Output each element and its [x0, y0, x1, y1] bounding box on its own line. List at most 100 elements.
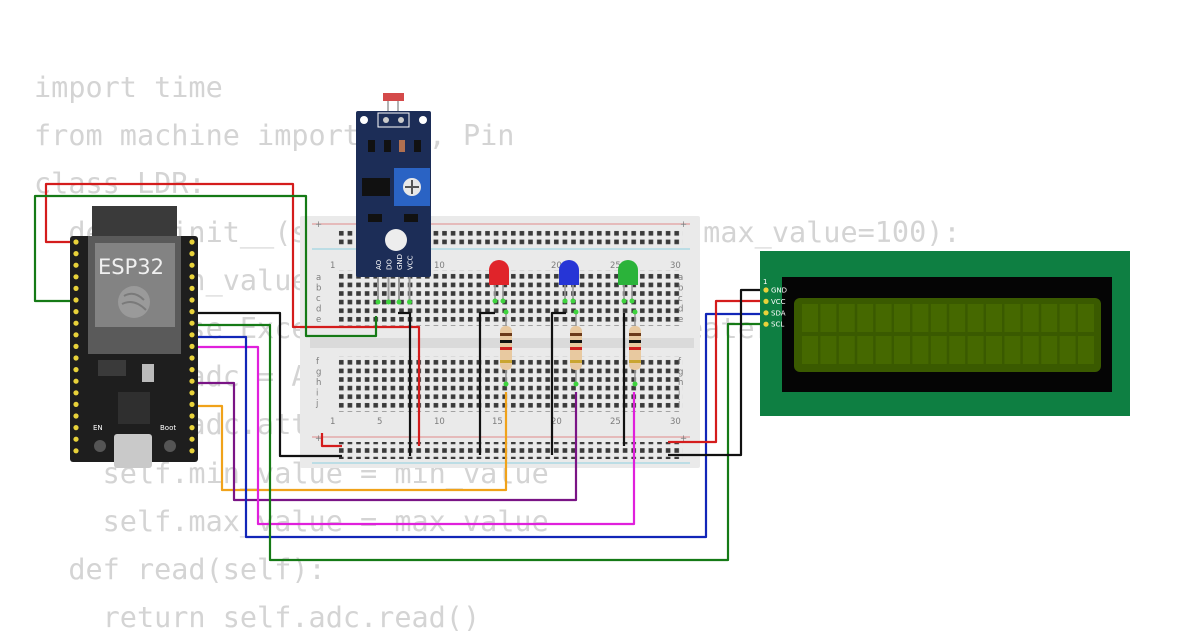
wire-purple-blue-led [192, 381, 578, 502]
esp32-pin-right [189, 309, 195, 315]
led-group [489, 260, 641, 387]
row-letter: g [678, 368, 683, 378]
wires [33, 182, 766, 562]
led-contact [500, 298, 506, 304]
esp32-pin-left [73, 239, 79, 245]
esp32-pin-right [189, 332, 195, 338]
lcd-character-cell [930, 336, 947, 364]
svg-text:+: + [315, 434, 322, 444]
esp32-pin-right [189, 274, 195, 280]
column-number: 25 [610, 417, 621, 427]
led-contact [629, 298, 635, 304]
column-number: 1 [330, 417, 335, 427]
lcd-character-cell [967, 336, 984, 364]
lcd-character-cell [986, 336, 1002, 364]
lcd-character-cell [802, 336, 818, 364]
esp32-pin-right [189, 343, 195, 349]
row-letter: j [315, 399, 318, 409]
code-line: return self.adc.read() [34, 601, 481, 635]
led-contact [621, 298, 627, 304]
esp32-pin-left [73, 320, 79, 326]
column-number: 5 [377, 417, 382, 427]
ldr-pin-contact [396, 299, 402, 305]
row-letter: f [316, 357, 320, 367]
lcd-character-cell [1022, 336, 1039, 364]
lcd-character-cell [875, 304, 892, 332]
lcd-character-cell [930, 304, 947, 332]
esp32-pin-right [189, 355, 195, 361]
row-letter: i [678, 389, 680, 399]
ldr-pin-contact [407, 299, 412, 305]
wire-green-ldr-ao [33, 194, 378, 338]
esp32-pin-right [189, 378, 195, 384]
led-blue [559, 260, 579, 285]
row-letter: c [678, 294, 683, 304]
row-letter: d [316, 305, 321, 315]
esp32-pin-left [73, 401, 79, 407]
jumper-blue-led-gnd [550, 311, 566, 455]
lcd-character-cell [1059, 304, 1076, 332]
esp32-pin-left [73, 274, 79, 280]
resistor-contact [573, 381, 579, 387]
ldr-pin-label: VCC [407, 255, 415, 270]
esp32-pin-left [73, 367, 79, 373]
esp32-pin-right [189, 320, 195, 326]
lcd-character-cell [1041, 304, 1058, 332]
lcd-character-cell [894, 304, 910, 332]
row-letter: a [316, 273, 321, 283]
row-letter: b [678, 284, 683, 294]
lcd-character-cell [912, 304, 929, 332]
resistor-band [500, 340, 512, 343]
jumper-red-led-gnd [478, 311, 495, 455]
esp32-pin-right [189, 425, 195, 431]
boot-button[interactable] [164, 440, 176, 452]
lcd-character-cell [857, 336, 874, 364]
esp32-pin-left [73, 309, 79, 315]
esp32-pin-left [73, 343, 79, 349]
esp32-pin-left [73, 332, 79, 338]
jumper-ldr-gnd [398, 311, 412, 456]
ldr-pin-contact [386, 299, 391, 305]
esp32-pin-right [189, 448, 195, 454]
esp32-board: ESP32 Boot EN [70, 206, 198, 468]
lcd-pin [763, 310, 769, 316]
en-label: EN [93, 424, 103, 432]
esp32-pin-right [189, 436, 195, 442]
resistor-contact [503, 309, 509, 315]
esp32-pin-right [189, 239, 195, 245]
led-contact [562, 298, 568, 304]
row-letter: e [678, 315, 683, 325]
esp32-pin-left [73, 285, 79, 291]
column-number: 30 [670, 261, 681, 271]
resistor-contact [632, 381, 638, 387]
lcd-character-cell [912, 336, 929, 364]
svg-text:+: + [680, 434, 687, 444]
esp32-pin-right [189, 367, 195, 373]
boot-label: Boot [160, 424, 176, 432]
esp32-pin-left [73, 436, 79, 442]
lcd-character-cell [875, 336, 892, 364]
row-letter: c [316, 294, 321, 304]
esp32-pin-right [189, 285, 195, 291]
esp32-pin-left [73, 413, 79, 419]
lcd-character-cell [1022, 304, 1039, 332]
resistor-band [629, 347, 641, 350]
column-number: 30 [670, 417, 681, 427]
column-number: 20 [551, 261, 562, 271]
esp32-pin-right [189, 262, 195, 268]
resistor-band [629, 340, 641, 343]
resistor-contact [632, 309, 638, 315]
ldr-pin-label: DO [386, 259, 394, 270]
resistor-band [570, 347, 582, 350]
esp32-pin-left [73, 251, 79, 257]
esp32-pin-left [73, 390, 79, 396]
wire-black-gnd-rail [192, 311, 342, 458]
lcd-character-cell [1078, 304, 1094, 332]
wire-orange-red-led [192, 392, 508, 492]
lcd-character-cell [949, 304, 966, 332]
code-line: import time [34, 71, 223, 104]
lcd-character-cell [1059, 336, 1076, 364]
en-button[interactable] [94, 440, 106, 452]
